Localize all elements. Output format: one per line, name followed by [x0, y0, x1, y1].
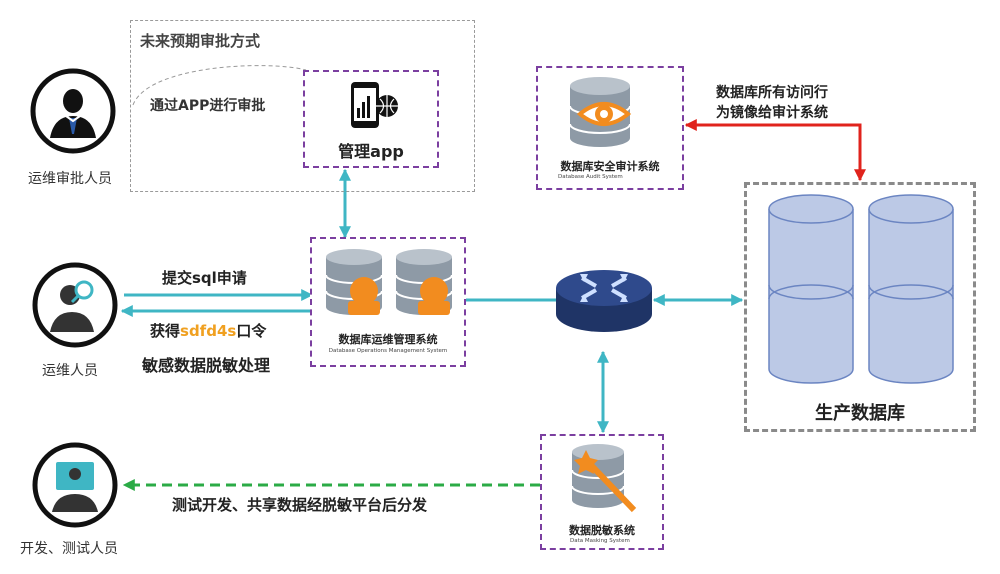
- dev-avatar-icon: [32, 442, 118, 528]
- masking-system-en: Data Masking System: [570, 538, 630, 544]
- ops-system-cn: 数据库运维管理系统: [338, 333, 438, 346]
- approval-arc: [132, 65, 307, 106]
- future-approval-title: 未来预期审批方式: [140, 32, 261, 50]
- dev-label: 开发、测试人员: [20, 541, 118, 557]
- ops-system-box: 数据库运维管理系统 Database Operations Management…: [310, 237, 466, 367]
- future-approval-box: [130, 20, 475, 192]
- approver-avatar-icon: [30, 68, 116, 154]
- audit-eye-icon: [569, 77, 632, 147]
- ops-avatar-icon: [32, 262, 118, 348]
- app-approval-text: 通过APP进行审批: [150, 98, 266, 114]
- submit-sql-label: 提交sql申请: [162, 269, 247, 287]
- ops-label: 运维人员: [42, 363, 98, 379]
- dev-share-label: 测试开发、共享数据经脱敏平台后分发: [172, 496, 428, 514]
- mirror-label-line1: 数据库所有访问行: [716, 85, 828, 101]
- phone-icon: [351, 82, 398, 128]
- get-password-suffix: 口令: [236, 322, 267, 340]
- get-password-label: 获得sdfd4s口令: [150, 320, 266, 341]
- get-password-prefix: 获得: [150, 322, 181, 340]
- masking-system-cn: 数据脱敏系统: [569, 524, 635, 537]
- ops-db-icon: [325, 249, 453, 315]
- masking-system-box: 数据脱敏系统 Data Masking System: [540, 434, 664, 550]
- audit-system-box: 数据库安全审计系统 Database Audit System: [536, 66, 684, 190]
- masking-label: 敏感数据脱敏处理: [142, 356, 271, 375]
- mirror-arrow: [684, 119, 866, 182]
- audit-system-cn: 数据库安全审计系统: [560, 160, 660, 173]
- approver-label: 运维审批人员: [28, 171, 112, 187]
- production-db-box: 生产数据库: [744, 182, 976, 432]
- mgmt-app-box: 管理app: [303, 70, 439, 168]
- password-code: sdfd4s: [180, 322, 237, 340]
- production-db-label: 生产数据库: [815, 403, 905, 424]
- ops-system-en: Database Operations Management System: [328, 348, 448, 354]
- mgmt-app-label: 管理app: [338, 142, 404, 161]
- database-cluster-icon: [768, 194, 954, 384]
- router-icon: [556, 270, 652, 332]
- masking-wand-icon: [571, 444, 637, 513]
- mirror-label-line2: 为镜像给审计系统: [716, 105, 828, 121]
- audit-system-en: Database Audit System: [558, 174, 623, 180]
